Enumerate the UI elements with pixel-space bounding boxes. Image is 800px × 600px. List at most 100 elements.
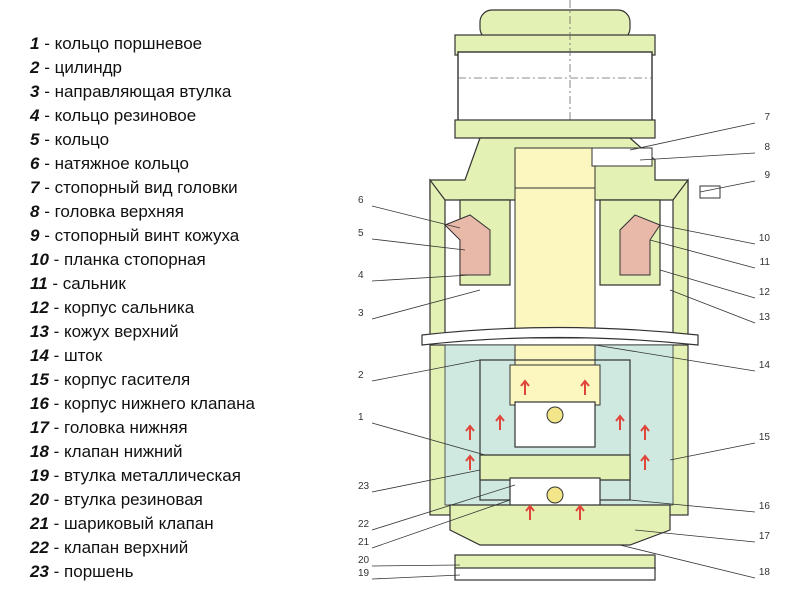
legend-item: 3 - направляющая втулка <box>30 80 255 104</box>
leader-line <box>669 289 756 324</box>
lower-head <box>449 504 671 546</box>
piston <box>479 454 631 481</box>
legend-text: - корпус гасителя <box>48 370 191 389</box>
callout-number: 19 <box>358 568 370 579</box>
legend-text: - поршень <box>48 562 134 581</box>
legend-number: 9 <box>30 226 40 245</box>
flow-arrow <box>525 504 535 520</box>
callout-number: 20 <box>358 555 370 566</box>
legend-number: 15 <box>30 370 49 389</box>
leader-line <box>371 359 481 382</box>
flow-arrow <box>465 424 475 440</box>
callout-number: 6 <box>358 195 364 206</box>
legend-number: 7 <box>30 178 40 197</box>
legend-item: 6 - натяжное кольцо <box>30 152 255 176</box>
legend-item: 13 - кожух верхний <box>30 320 255 344</box>
rod-upper <box>514 187 596 339</box>
legend-text: - стопорный винт кожуха <box>39 226 240 245</box>
legend-text: - головка нижняя <box>48 418 188 437</box>
legend-item: 16 - корпус нижнего клапана <box>30 392 255 416</box>
leader-line <box>639 152 756 161</box>
legend-item: 1 - кольцо поршневое <box>30 32 255 56</box>
legend-item: 14 - шток <box>30 344 255 368</box>
flow-arrow <box>580 379 590 395</box>
legend-item: 20 - втулка резиновая <box>30 488 255 512</box>
legend-text: - кольцо поршневое <box>39 34 203 53</box>
leader-line <box>371 274 471 282</box>
legend-text: - планка стопорная <box>48 250 206 269</box>
leader-line <box>371 422 486 456</box>
flow-arrow <box>520 379 530 395</box>
leader-line <box>594 344 756 372</box>
legend-text: - кольцо <box>39 130 110 149</box>
callout-number: 22 <box>358 519 370 530</box>
callout-number: 18 <box>759 567 771 578</box>
leader-line <box>371 469 481 493</box>
legend-text: - втулка резиновая <box>48 490 203 509</box>
flow-arrow <box>575 504 585 520</box>
legend-item: 12 - корпус сальника <box>30 296 255 320</box>
flow-arrow <box>495 414 505 430</box>
leader-line <box>659 269 756 299</box>
callout-number: 13 <box>759 312 771 323</box>
rod-lower <box>514 344 596 366</box>
leader-line <box>371 574 461 580</box>
callout-number: 7 <box>764 112 770 123</box>
leader-line <box>634 529 756 543</box>
legend-text: - натяжное кольцо <box>39 154 189 173</box>
head-bore <box>514 147 596 189</box>
flow-arrow <box>615 414 625 430</box>
flow-arrow <box>640 424 650 440</box>
legend-text: - шариковый клапан <box>48 514 214 533</box>
outer-casing-right <box>672 178 689 336</box>
legend-number: 5 <box>30 130 40 149</box>
legend-item: 18 - клапан нижний <box>30 440 255 464</box>
outer-casing-left <box>429 178 446 336</box>
leader-line <box>699 180 756 193</box>
leader-line <box>629 122 756 151</box>
seal-ring-left <box>444 214 491 276</box>
leader-line <box>371 238 466 251</box>
legend-item: 21 - шариковый клапан <box>30 512 255 536</box>
callout-number: 14 <box>759 360 771 371</box>
legend-number: 10 <box>30 250 49 269</box>
legend-number: 20 <box>30 490 49 509</box>
callout-number: 3 <box>358 308 364 319</box>
leader-line <box>659 224 756 245</box>
callout-number: 5 <box>358 228 364 239</box>
legend-number: 18 <box>30 442 49 461</box>
casing-lock-screw <box>699 185 721 199</box>
legend-number: 11 <box>30 274 48 293</box>
legend-text: - стопорный вид головки <box>39 178 238 197</box>
upper-ball-valve <box>546 406 564 424</box>
legend-number: 21 <box>30 514 49 533</box>
legend-item: 11 - сальник <box>30 272 255 296</box>
legend-item: 15 - корпус гасителя <box>30 368 255 392</box>
leader-line <box>371 499 511 549</box>
flow-arrow <box>640 454 650 470</box>
legend-number: 1 <box>30 34 40 53</box>
legend-item: 8 - головка верхняя <box>30 200 255 224</box>
top-rubber-bushing-lower <box>454 119 656 139</box>
legend-item: 2 - цилиндр <box>30 56 255 80</box>
legend-item: 9 - стопорный винт кожуха <box>30 224 255 248</box>
legend-text: - головка верхняя <box>39 202 184 221</box>
legend-number: 4 <box>30 106 40 125</box>
callout-number: 8 <box>764 142 770 153</box>
callout-number: 21 <box>358 537 370 548</box>
leader-line <box>649 239 756 269</box>
legend-text: - корпус нижнего клапана <box>48 394 255 413</box>
callout-number: 11 <box>760 257 771 268</box>
leader-line <box>371 289 481 320</box>
legend-text: - клапан верхний <box>48 538 189 557</box>
leader-line <box>371 205 461 229</box>
lower-ball-valve <box>546 486 564 504</box>
legend-number: 8 <box>30 202 40 221</box>
leader-line <box>371 564 461 567</box>
callout-number: 16 <box>759 501 771 512</box>
legend-text: - втулка металлическая <box>48 466 241 485</box>
legend-number: 12 <box>30 298 49 317</box>
legend-number: 16 <box>30 394 49 413</box>
legend-number: 19 <box>30 466 49 485</box>
